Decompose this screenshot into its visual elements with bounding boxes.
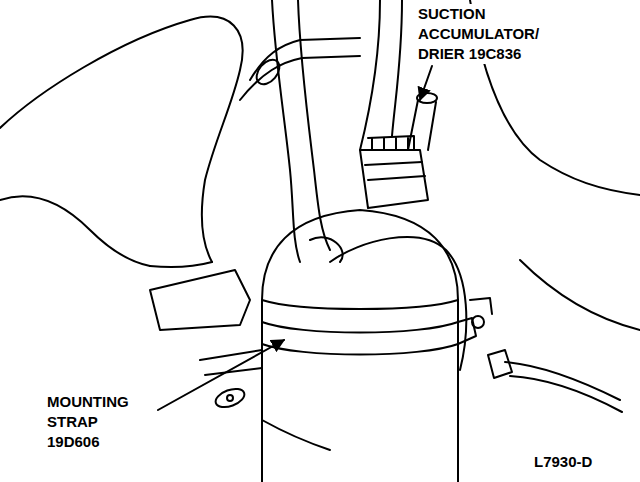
part-label: SUCTION ACCUMULATOR/ DRIER 19C836 <box>416 4 552 64</box>
part-label: MOUNTING STRAP 19D606 <box>45 392 153 452</box>
figure-number: L7930-D <box>532 452 636 472</box>
